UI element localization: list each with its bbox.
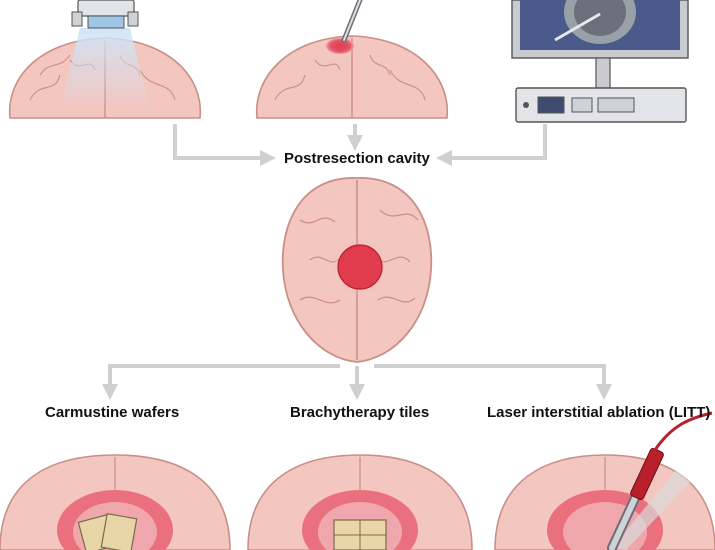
probe-icon [341,0,363,43]
microscope-icon [60,0,150,110]
laser-probe-icon [494,411,715,550]
label-litt: Laser interstitial ablation (LITT) [487,404,711,421]
brachytherapy-tile-icon [247,454,473,550]
label-postresection-cavity: Postresection cavity [284,150,430,167]
brain-cavity-icon [281,177,433,363]
label-carmustine-wafers: Carmustine wafers [45,404,180,421]
wafer-implant-icon [0,454,231,550]
converging-arrows [173,124,547,166]
mri-monitor-icon [511,0,689,123]
label-brachytherapy-tiles: Brachytherapy tiles [290,404,430,421]
top-middle-brain [255,35,449,119]
diverging-arrows [102,364,612,400]
